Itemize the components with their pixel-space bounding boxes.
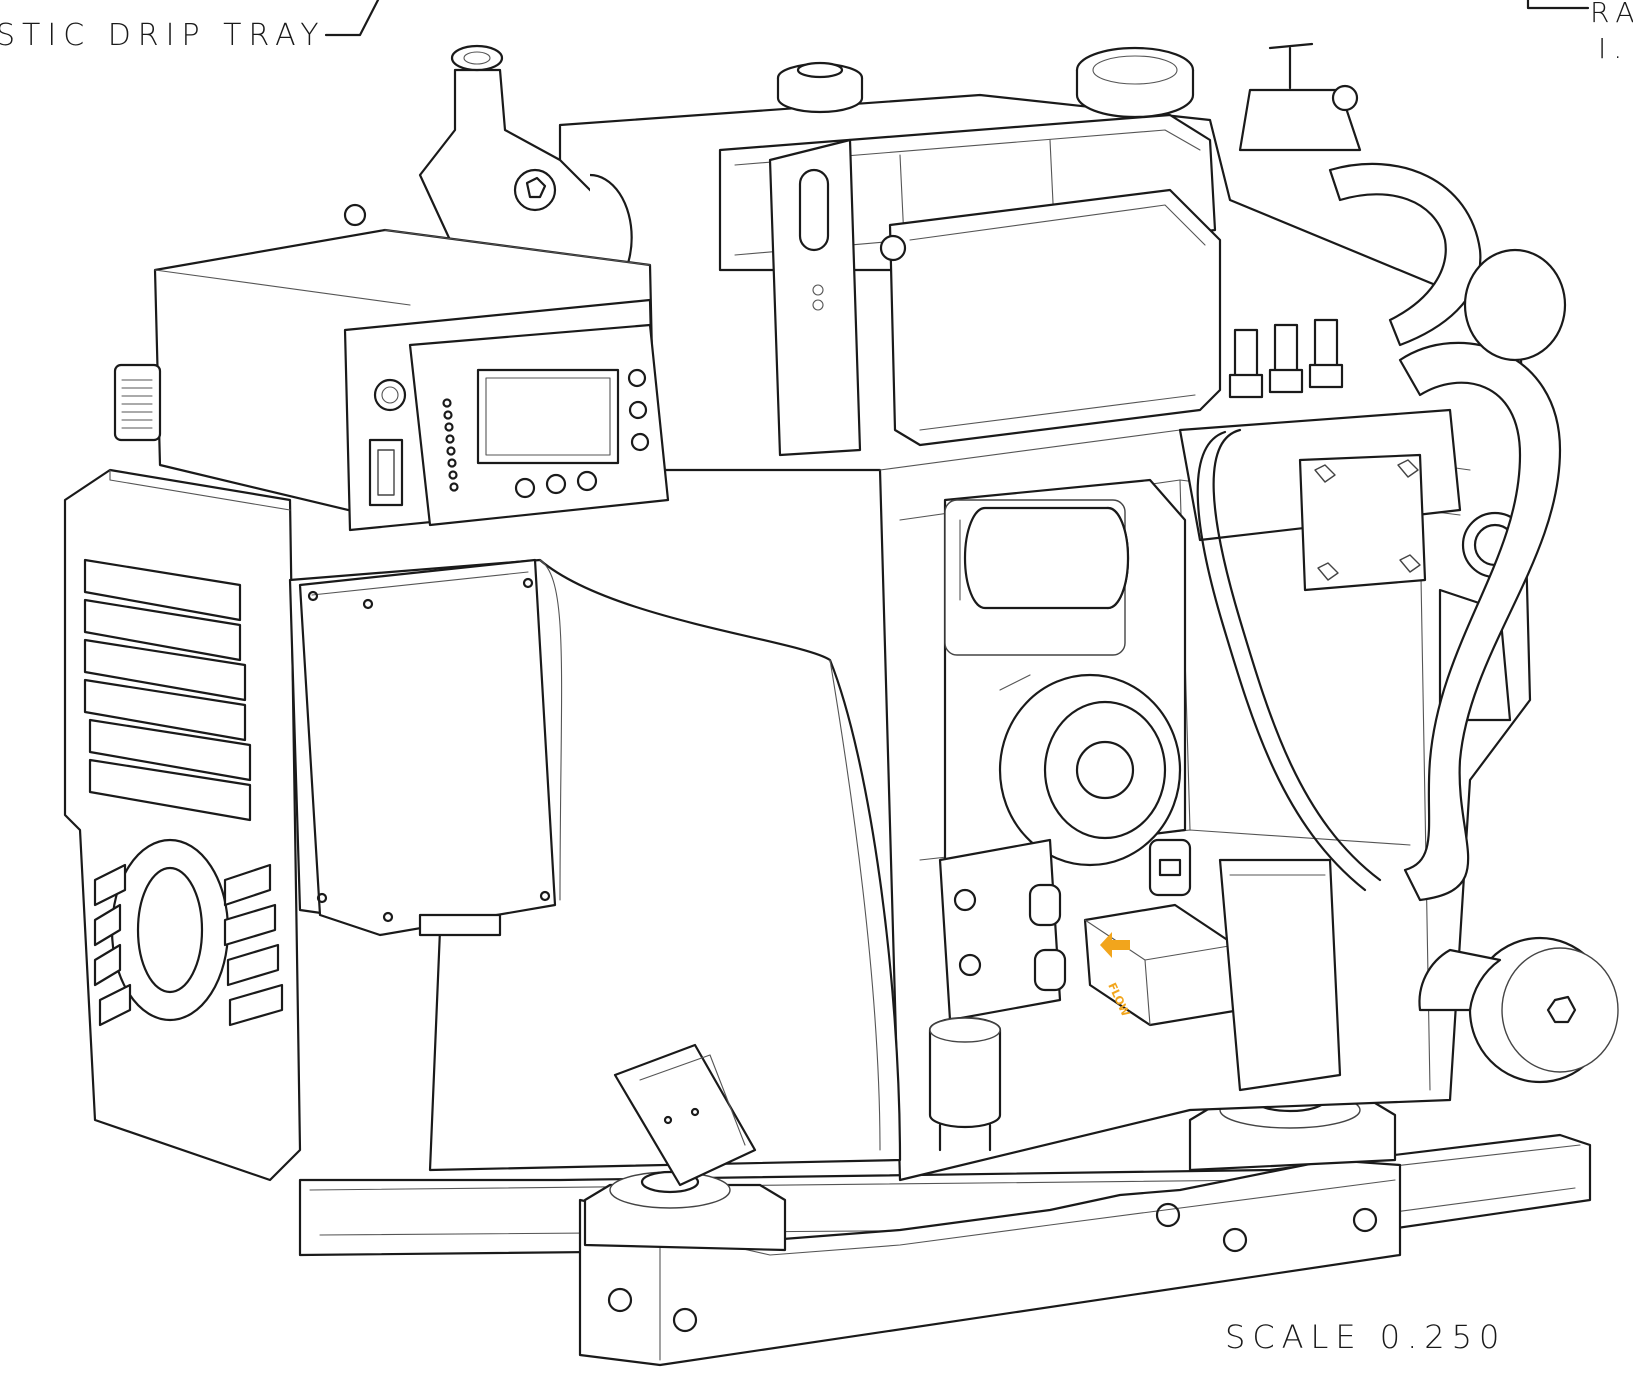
panel-side-buttons [627,368,650,452]
pulley-bolt-icon [1546,995,1577,1024]
lcd-screen [476,368,620,465]
front-mount-bracket [613,1043,757,1187]
rail-hole-5 [1155,1202,1181,1228]
rail-hole-1 [607,1287,633,1313]
rail-hole-2 [672,1307,698,1333]
solenoid-assembly: FLOW [938,838,1342,1092]
front-pulley [1418,936,1619,1084]
top-right-leader-line [1526,0,1590,10]
injectors [1228,318,1344,399]
scale-label: SCALE 0.250 [1225,1318,1506,1356]
fuel-filter [928,1016,1002,1152]
drip-tray-callout: STIC DRIP TRAY [0,0,380,53]
coolant-hoses [1196,162,1567,902]
indicator-leds [442,398,459,492]
speaker-grille [121,379,153,429]
rail-hole-4 [1352,1207,1378,1233]
top-right-label-2: I. [1598,32,1629,65]
drip-tray-label: STIC DRIP TRAY [0,18,326,53]
junction-box [298,558,557,937]
control-knob [373,378,407,412]
flow-arrow-icon [1100,932,1130,958]
louvres [83,558,252,822]
rail-hole-3 [1222,1227,1248,1253]
top-right-callout: RA I. [1526,0,1633,65]
top-right-label-1: RA [1590,0,1633,29]
base-frame [298,1087,1592,1367]
lower-louvres [93,863,284,1027]
control-box [113,228,670,532]
drip-tray-leader-line [324,0,380,37]
panel-bottom-buttons [514,470,598,499]
generator-housing [63,468,902,1182]
